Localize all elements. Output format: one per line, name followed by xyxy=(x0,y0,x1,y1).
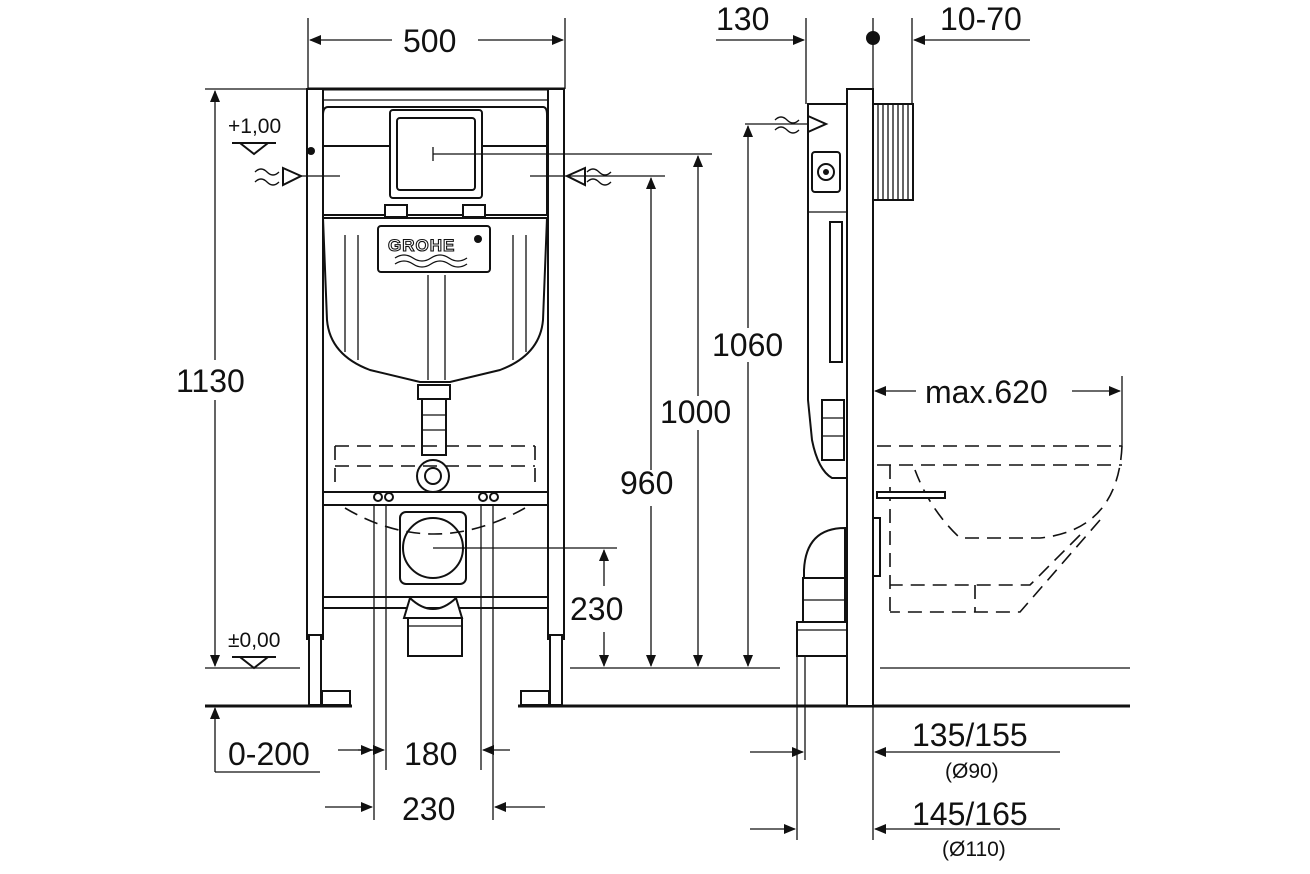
brand-logo: GROHE xyxy=(388,236,455,255)
max-620-label: max.620 xyxy=(925,374,1048,410)
height-960-label: 960 xyxy=(620,465,673,501)
waste-height-230-label: 230 xyxy=(570,591,623,627)
dimension-waste-230: 230 xyxy=(570,549,623,667)
height-1000-label: 1000 xyxy=(660,394,731,430)
dimension-bolts-180-230: 180 230 xyxy=(325,505,545,827)
installation-frame xyxy=(306,87,565,706)
dimension-width-500: 500 xyxy=(307,18,566,89)
water-inlet-left xyxy=(254,147,340,187)
front-view: GROHE xyxy=(176,18,1130,827)
level-marker-top: +1,00 xyxy=(228,115,281,156)
cistern: GROHE xyxy=(321,106,712,383)
water-inlet-right xyxy=(530,166,665,187)
waste-dn110-label: 145/165 xyxy=(912,796,1028,832)
dimension-waste-dn110: 145/165 (Ø110) xyxy=(750,796,1060,861)
dimension-offset-10-70: 10-70 xyxy=(866,1,1030,104)
level-plus-label: +1,00 xyxy=(228,115,281,138)
dimension-max-620: max.620 xyxy=(874,374,1123,446)
dimension-bolt-960: 960 xyxy=(620,177,673,667)
dimension-inlet-1000: 1000 xyxy=(660,155,731,667)
waste-dn90-label: 135/155 xyxy=(912,717,1028,753)
dimension-height-1130: 1130 xyxy=(176,88,308,667)
dimension-adjust-0-200: 0-200 xyxy=(210,707,373,773)
level-marker-floor: ±0,00 xyxy=(228,629,280,670)
width-500-label: 500 xyxy=(403,23,456,59)
dimension-waste-dn90: 135/155 (Ø90) xyxy=(750,717,1060,783)
waste-dn110-note: (Ø110) xyxy=(942,838,1006,861)
offset-10-70-label: 10-70 xyxy=(940,1,1022,37)
side-view: 1060 130 xyxy=(712,1,1123,861)
depth-130-label: 130 xyxy=(716,1,769,37)
level-floor-label: ±0,00 xyxy=(228,629,280,652)
waste-dn90-note: (Ø90) xyxy=(945,760,999,783)
dimension-depth-130: 130 xyxy=(716,1,807,104)
bolt-spacing-180-label: 180 xyxy=(404,736,457,772)
height-1060-label: 1060 xyxy=(712,327,783,363)
height-1130-label: 1130 xyxy=(176,363,245,399)
dimension-cistern-1060: 1060 xyxy=(712,123,820,667)
adjust-0-200-label: 0-200 xyxy=(228,736,310,772)
bolt-spacing-230-label: 230 xyxy=(402,791,455,827)
